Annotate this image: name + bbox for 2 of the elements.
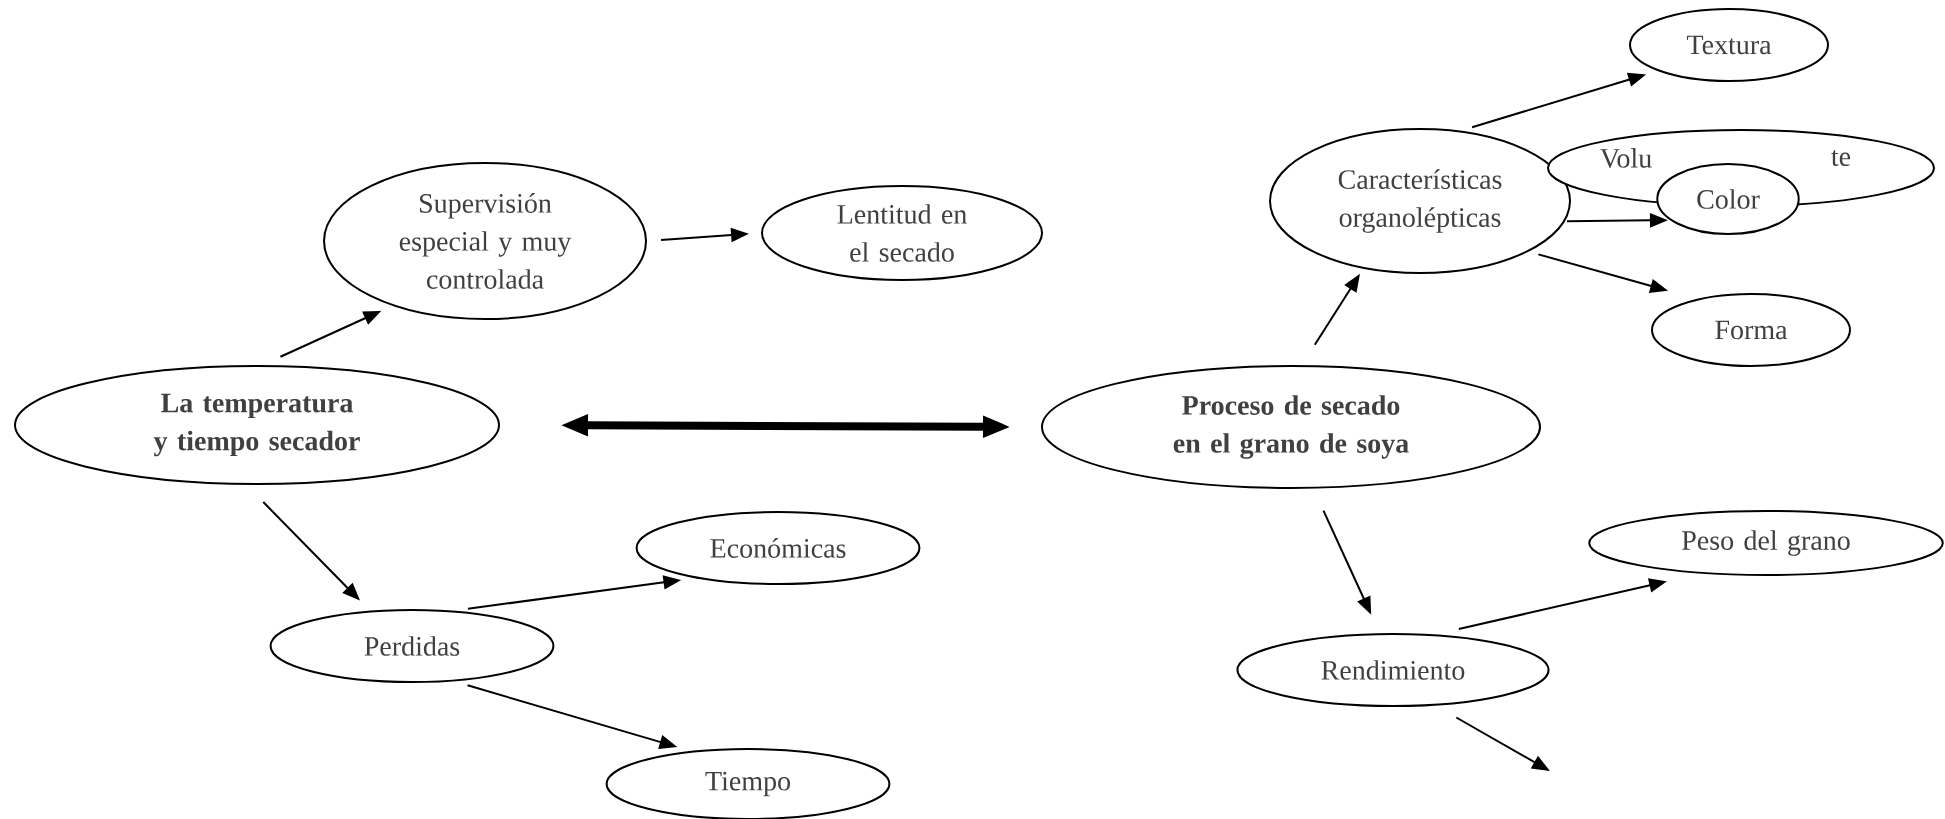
node-label: Volu bbox=[1600, 148, 1652, 168]
node-label: te bbox=[1831, 149, 1851, 167]
